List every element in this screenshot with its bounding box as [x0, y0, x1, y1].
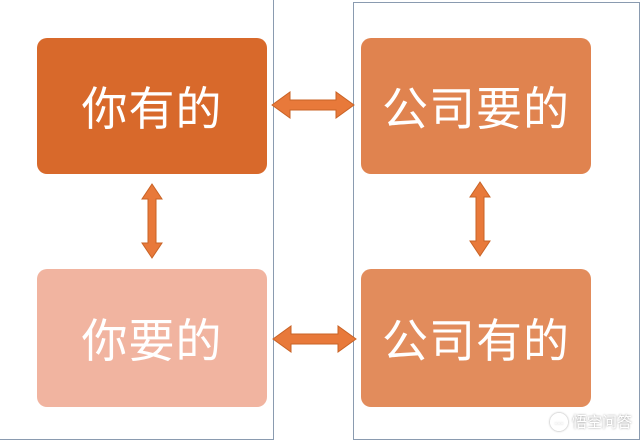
arrow-bottom-horizontal — [272, 325, 357, 353]
box-company-has: 公司有的 — [361, 269, 591, 407]
box-you-want: 你要的 — [37, 269, 267, 407]
watermark-text: 悟空问答 — [571, 413, 632, 431]
arrow-top-horizontal — [271, 91, 355, 119]
watermark: … 悟空问答 — [549, 411, 632, 432]
box-company-has-label: 公司有的 — [382, 314, 570, 368]
box-you-have-label: 你有的 — [81, 82, 223, 136]
box-company-wants: 公司要的 — [361, 38, 591, 174]
box-you-have: 你有的 — [37, 38, 267, 174]
speech-bubble-icon: … — [549, 412, 568, 431]
box-you-want-label: 你要的 — [81, 314, 223, 368]
box-company-wants-label: 公司要的 — [382, 82, 570, 136]
